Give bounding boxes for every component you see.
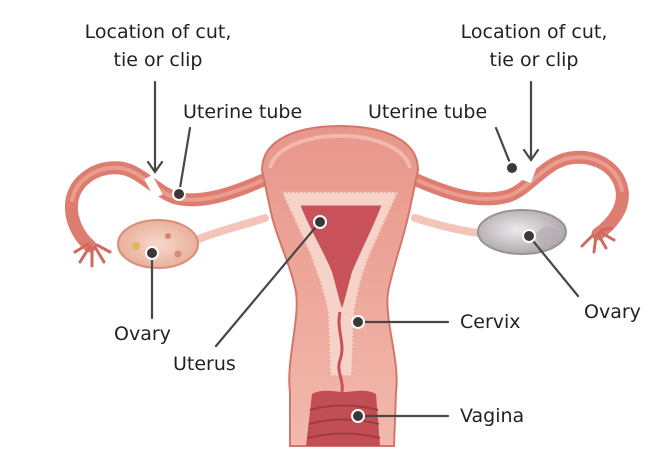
dot-tube-left <box>172 187 186 201</box>
label-cut-right: Location of cut, tie or clip <box>440 18 628 74</box>
cut-gap-right <box>522 159 539 184</box>
uterine-cavity <box>300 204 382 308</box>
pointer-dots <box>145 161 536 423</box>
label-uterus: Uterus <box>173 353 236 375</box>
dot-uterus <box>313 215 327 229</box>
dot-tube-right <box>505 161 519 175</box>
label-cut-left-line1: Location of cut, <box>84 21 232 43</box>
label-ovary-left: Ovary <box>114 323 171 345</box>
label-vagina: Vagina <box>460 405 525 427</box>
label-ovary-right: Ovary <box>584 301 641 323</box>
dot-ovary-right <box>522 229 536 243</box>
dot-vagina <box>351 409 365 423</box>
cervical-canal <box>337 311 344 393</box>
label-cervix: Cervix <box>460 311 521 333</box>
cut-gap-left <box>144 174 163 199</box>
pointer-lines <box>146 80 580 418</box>
label-cut-left: Location of cut, tie or clip <box>64 18 252 74</box>
fimbriae-right <box>580 226 616 254</box>
label-cut-left-line2: tie or clip <box>113 49 203 71</box>
label-tube-left: Uterine tube <box>183 101 303 123</box>
dot-ovary-left <box>145 246 159 260</box>
fimbriae-left <box>73 242 112 268</box>
label-cut-right-line1: Location of cut, <box>460 21 608 43</box>
vagina <box>306 390 380 446</box>
label-tube-right: Uterine tube <box>368 101 488 123</box>
ovary-left <box>117 219 199 269</box>
label-cut-right-line2: tie or clip <box>489 49 579 71</box>
dot-cervix <box>351 315 365 329</box>
